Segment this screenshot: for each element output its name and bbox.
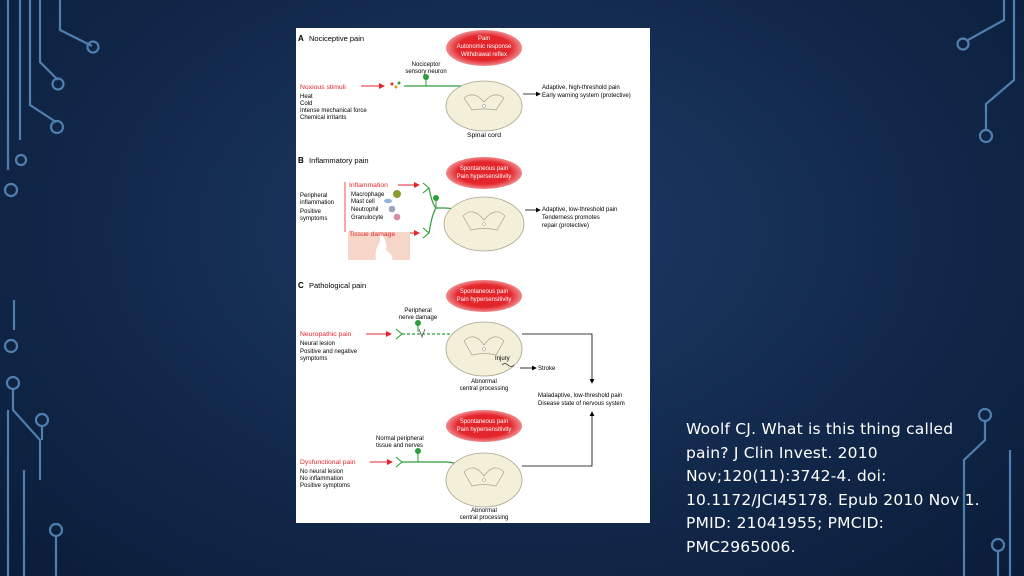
neuron-label: Nociceptor — [412, 62, 441, 68]
nerve-damage-label: nerve damage — [399, 315, 438, 321]
bubble-text: Withdrawal reflex — [461, 52, 507, 58]
stroke-label: Stroke — [538, 366, 556, 372]
central-canal — [482, 222, 486, 226]
nerve-damage-label: Peripheral — [404, 308, 431, 314]
cell-label: Mast cell — [351, 199, 375, 205]
panel-a-response-bubble — [446, 30, 522, 66]
dysfunctional-item: No neural lesion — [300, 469, 343, 475]
panel-b-response-bubble — [446, 157, 522, 189]
dysfunctional-item: Positive symptoms — [300, 483, 350, 489]
bubble-text: Spontaneous pain — [460, 166, 508, 172]
bubble-text: Pain hypersensitivity — [457, 174, 512, 180]
dysfunctional-item: No inflammation — [300, 476, 343, 482]
central-canal — [482, 478, 486, 482]
panel-c-response-bubble — [446, 280, 522, 312]
bubble-text: Autonomic response — [457, 44, 512, 50]
nerve-ending — [395, 328, 403, 340]
cell-label: Neutrophil — [351, 207, 378, 213]
nerve-ending — [422, 182, 430, 194]
side-label: inflammation — [300, 200, 334, 206]
nerve-ending — [395, 456, 403, 468]
convergence-arrow — [522, 333, 595, 384]
panel-a-title: Nociceptive pain — [309, 34, 364, 43]
stimulus-item: Heat — [300, 94, 313, 100]
neuropathic-item: Neural lesion — [300, 341, 335, 347]
injury-mark — [501, 363, 515, 367]
outcome-text: Early warning system (protective) — [542, 93, 631, 99]
grey-matter — [463, 336, 505, 356]
neuropathic-item: symptoms — [300, 356, 327, 362]
central-canal — [482, 104, 486, 108]
outcome-text: Disease state of nervous system — [538, 401, 625, 407]
circuit-decoration-left — [3, 0, 100, 576]
outcome-text: repair (protective) — [542, 223, 589, 229]
tissue-damage-label: Tissue damage — [349, 231, 395, 238]
bubble-text: Spontaneous pain — [460, 289, 508, 295]
macrophage-icon — [393, 190, 401, 198]
central-processing-label: central processing — [460, 386, 509, 392]
nerve-ending — [422, 227, 430, 239]
central-processing-label: Abnormal — [471, 379, 497, 385]
side-label: Positive — [300, 209, 322, 215]
neuron-label: sensory neuron — [405, 69, 446, 75]
bubble-text: Pain hypersensitivity — [457, 427, 512, 433]
panel-b-letter: B — [298, 156, 304, 165]
neuron-cell-body — [415, 320, 421, 326]
cell-label: Granulocyte — [351, 215, 384, 221]
circuit-decoration-right — [956, 0, 1016, 576]
tissue-wound — [375, 232, 393, 260]
grey-matter — [463, 467, 505, 487]
stimulus-dot — [394, 85, 398, 89]
grey-matter — [462, 211, 506, 231]
central-processing-label: Abnormal — [471, 508, 497, 514]
mast-cell-icon — [384, 198, 392, 204]
neutrophil-icon — [388, 205, 396, 213]
side-label: symptoms — [300, 216, 327, 222]
outcome-text: Adaptive, high-threshold pain — [542, 85, 620, 91]
outcome-text: Tenderness promotes — [542, 215, 600, 221]
central-processing-label: central processing — [460, 515, 509, 521]
bubble-text: Pain hypersensitivity — [457, 297, 512, 303]
nerve-lesion-mark — [418, 328, 426, 339]
outcome-text: Maladaptive, low-threshold pain — [538, 393, 622, 399]
inflammation-label: Inflammation — [349, 182, 388, 189]
stimulus-dot — [397, 81, 401, 85]
neuron-cell-body — [423, 74, 429, 80]
neuropathic-item: Positive and negative — [300, 349, 358, 355]
panel-c-letter: C — [298, 281, 304, 290]
citation-text: Woolf CJ. What is this thing called pain… — [686, 420, 980, 556]
neuron-cell-body — [415, 448, 421, 454]
injury-label: Injury — [495, 356, 510, 362]
panel-d-response-bubble — [446, 410, 522, 442]
normal-tissue-label: tissue and nerves — [376, 443, 423, 449]
panel-c-title: Pathological pain — [309, 281, 366, 290]
outcome-text: Adaptive, low-threshold pain — [542, 207, 617, 213]
bubble-text: Spontaneous pain — [460, 419, 508, 425]
cell-label: Macrophage — [351, 192, 385, 198]
stimulus-item: Intense mechanical force — [300, 108, 367, 114]
convergence-arrow — [522, 411, 595, 467]
stimulus-item: Chemical irritants — [300, 115, 346, 121]
neuron-cell-body — [433, 195, 439, 201]
stimulus-item: Cold — [300, 101, 312, 107]
panel-a-letter: A — [298, 34, 304, 43]
stimulus-dot — [390, 82, 394, 86]
side-label: Peripheral — [300, 193, 327, 199]
neuropathic-pain-label: Neuropathic pain — [300, 331, 352, 338]
spinal-cord-label: Spinal cord — [467, 132, 501, 139]
normal-tissue-label: Normal peripheral — [376, 436, 424, 442]
dysfunctional-pain-label: Dysfunctional pain — [300, 459, 356, 466]
bubble-text: Pain — [478, 36, 490, 42]
pain-classification-figure: A Nociceptive pain Pain Autonomic respon… — [296, 28, 650, 523]
central-canal — [482, 347, 486, 351]
panel-b-title: Inflammatory pain — [309, 156, 369, 165]
noxious-stimuli-label: Noxious stimuli — [300, 84, 346, 91]
grey-matter — [463, 94, 505, 111]
granulocyte-icon — [393, 213, 401, 221]
